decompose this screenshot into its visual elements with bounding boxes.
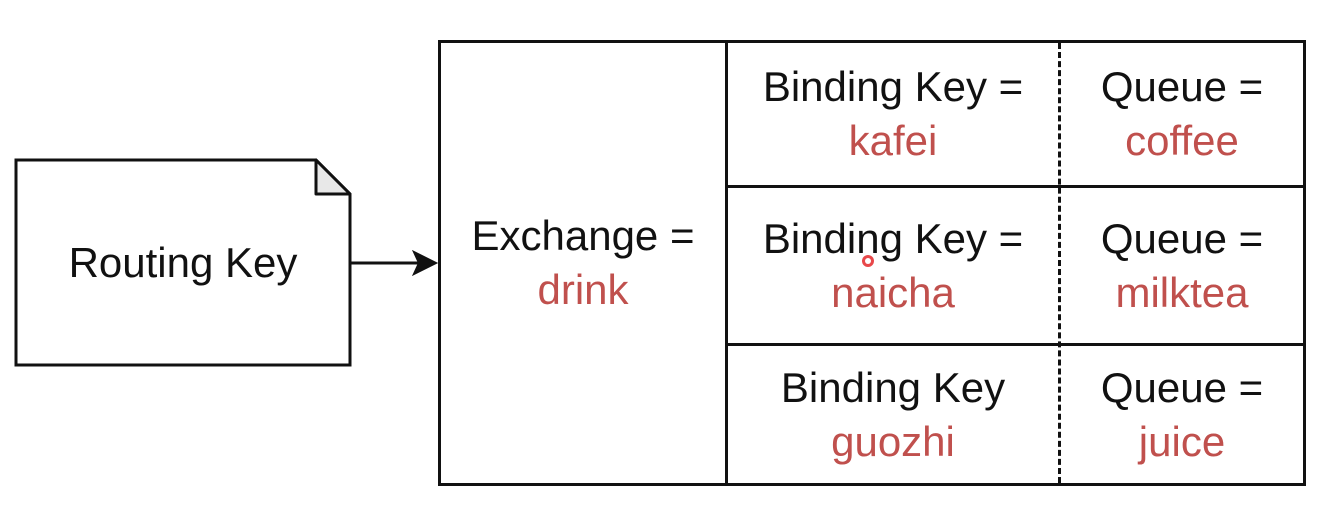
queue-value: juice	[1138, 417, 1226, 465]
binding-key-value: naicha	[831, 268, 955, 316]
queue-value: milktea	[1115, 268, 1249, 316]
exchange-cell: Exchange = drink	[441, 43, 725, 483]
queue-label: Queue =	[1100, 214, 1264, 262]
queue-cell-1: Queue = coffee	[1061, 43, 1303, 185]
cursor-pointer-icon	[862, 255, 874, 267]
queue-cell-3: Queue = juice	[1061, 346, 1303, 483]
binding-key-cell-3: Binding Key guozhi	[728, 346, 1058, 483]
exchange-column-divider	[725, 40, 728, 486]
binding-key-label: Binding Key =	[762, 214, 1024, 262]
exchange-value: drink	[537, 266, 629, 313]
row-divider-2	[727, 343, 1306, 346]
document-fold-corner	[314, 158, 352, 196]
binding-key-label: Binding Key =	[762, 63, 1024, 110]
routing-key-label: Routing Key	[68, 238, 298, 286]
routing-key-document-shape	[14, 158, 352, 367]
queue-label: Queue =	[1100, 363, 1264, 411]
flow-arrow-head	[411, 249, 439, 277]
row-divider-1	[727, 185, 1306, 188]
exchange-label: Exchange =	[471, 212, 695, 259]
queue-column-dashed-divider	[1058, 43, 1061, 483]
binding-key-value: guozhi	[831, 417, 955, 465]
binding-key-cell-1: Binding Key = kafei	[728, 43, 1058, 185]
exchange-binding-table	[438, 40, 1306, 486]
binding-key-value: kafei	[848, 117, 938, 164]
queue-cell-2: Queue = milktea	[1061, 188, 1303, 343]
queue-label: Queue =	[1100, 63, 1264, 110]
binding-key-label: Binding Key	[780, 363, 1006, 411]
binding-key-cell-2: Binding Key = naicha	[728, 188, 1058, 343]
queue-value: coffee	[1125, 117, 1239, 164]
